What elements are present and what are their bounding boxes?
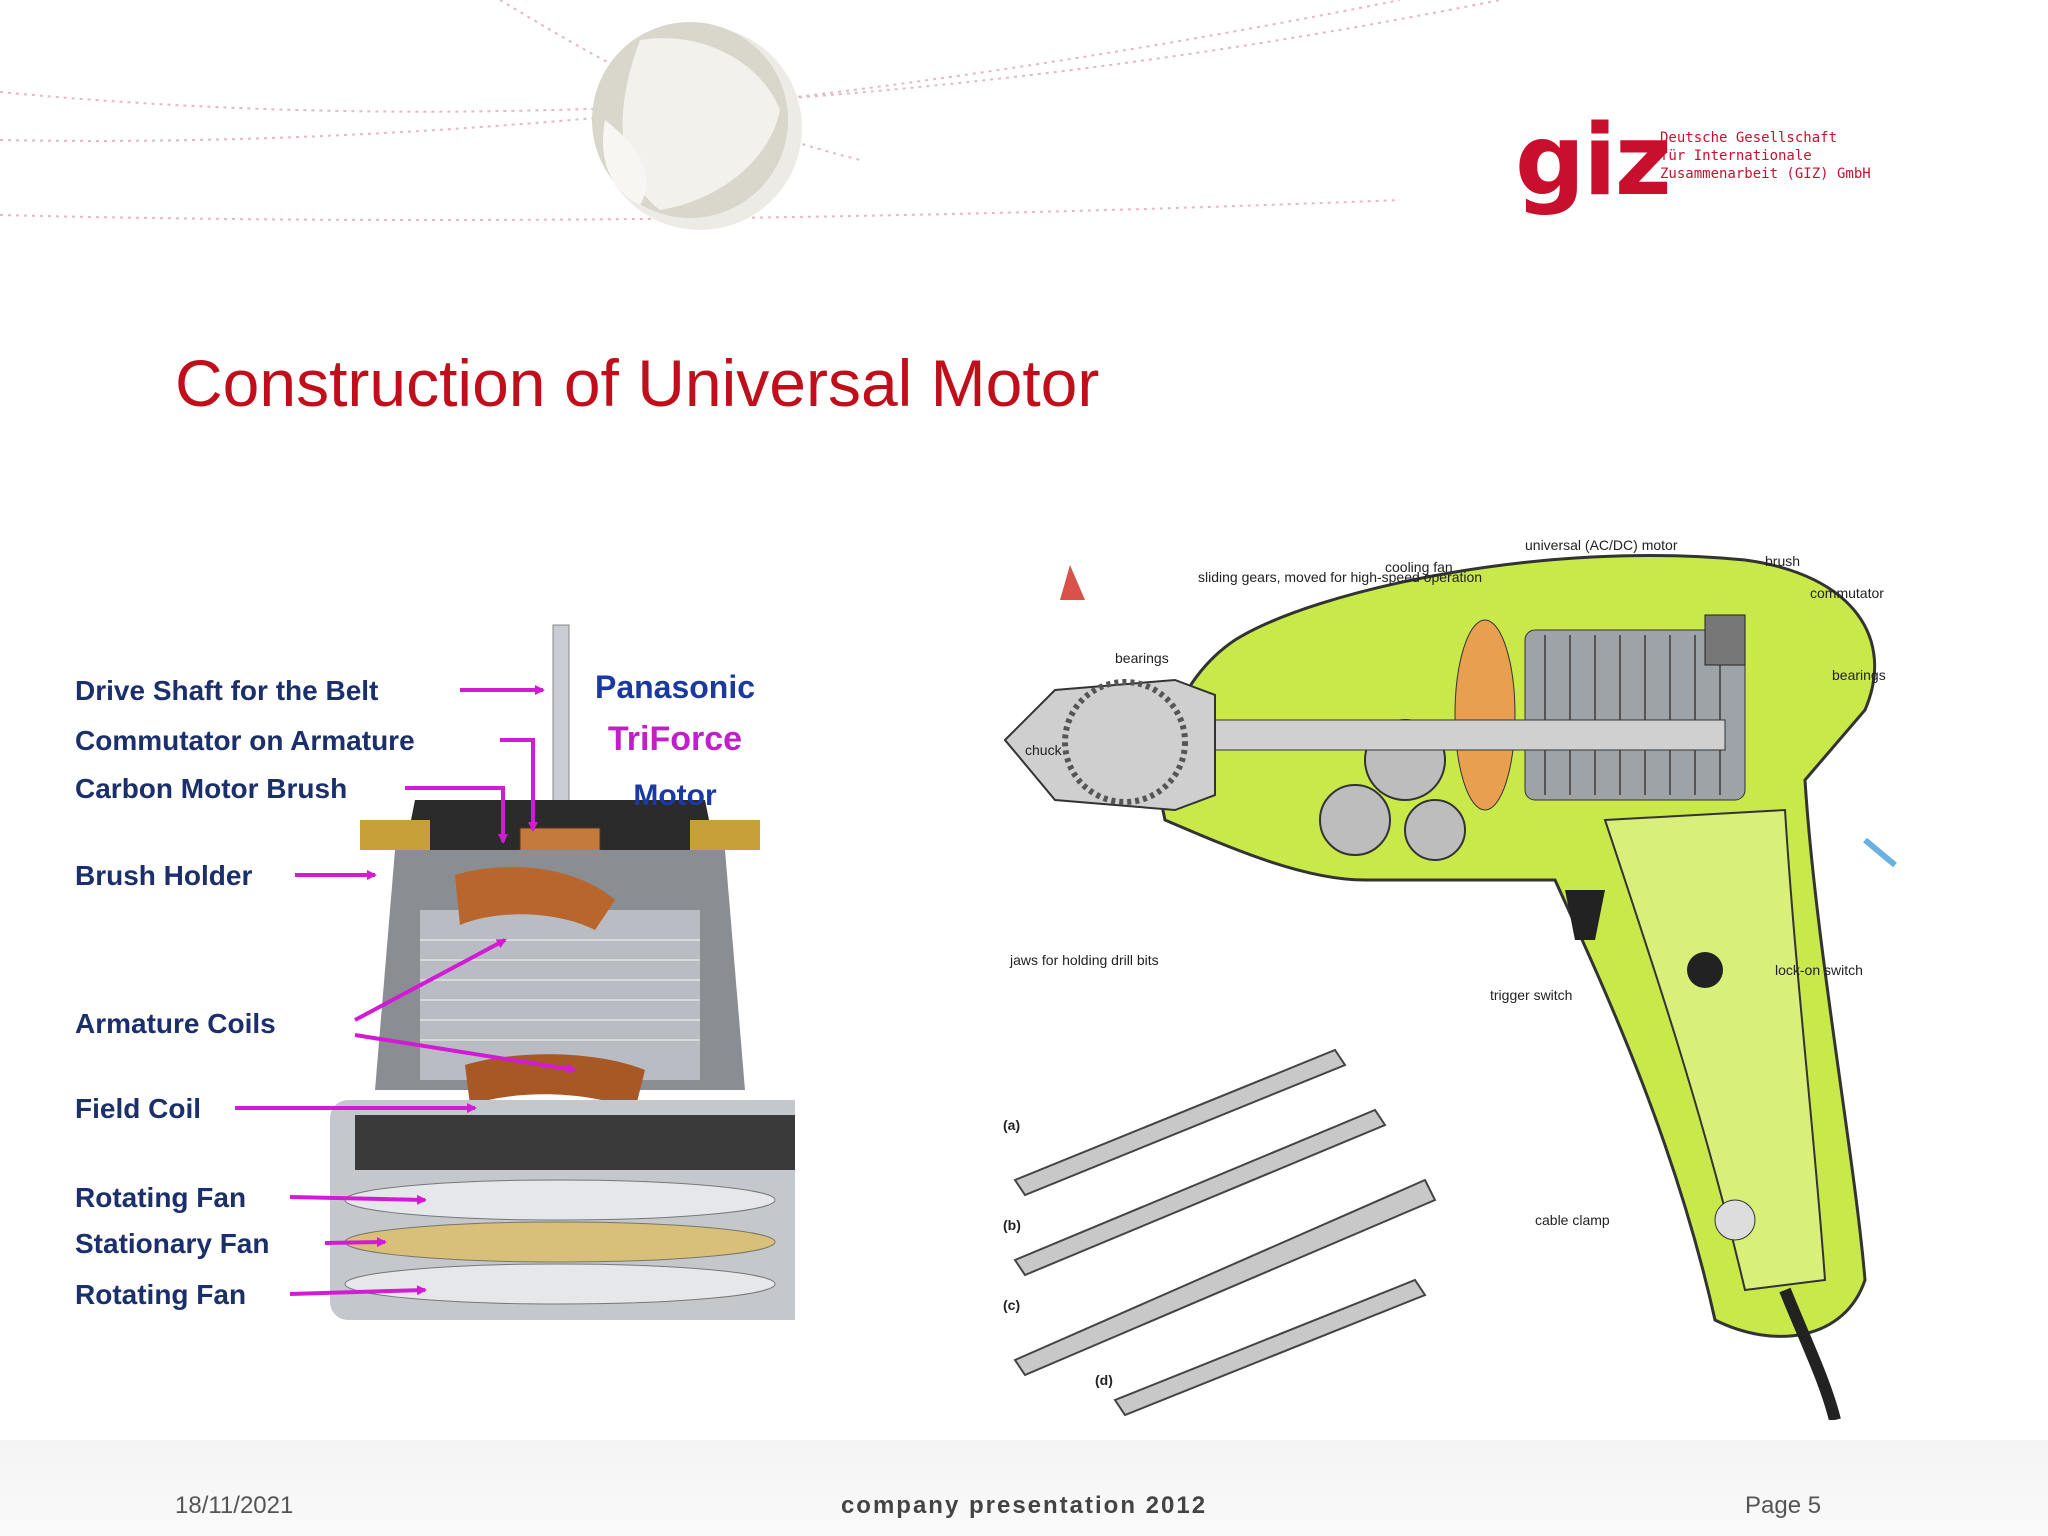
header-decoration <box>0 0 1501 230</box>
globe-icon <box>592 22 802 230</box>
motor-stator <box>1524 629 1746 801</box>
arrow-carbon-brush <box>405 786 508 844</box>
drill-bit-d <box>1113 1278 1427 1417</box>
label-rotating-fan-2: Rotating Fan <box>75 1279 246 1310</box>
logo-line-1: Deutsche Gesellschaft <box>1660 130 1838 146</box>
motor-top-cap <box>405 800 715 850</box>
arrow-rotating-fan-2 <box>289 1285 427 1296</box>
label-commutator-drill: commutator <box>1810 585 1884 601</box>
arrow-armature-2 <box>354 1033 577 1074</box>
slide-title: Construction of Universal Motor <box>175 346 1100 420</box>
air-in-arrow-icon <box>1863 837 1897 868</box>
drill-bit-b <box>1013 1108 1387 1277</box>
drill-shaft <box>1164 719 1726 751</box>
label-cooling-fan: cooling fan <box>1385 559 1453 575</box>
label-commutator: Commutator on Armature <box>75 725 415 756</box>
label-brush: brush <box>1765 553 1800 569</box>
footer-page-number: Page 5 <box>1745 1492 1822 1519</box>
chuck-ring <box>1062 679 1188 805</box>
footer-bar <box>0 1440 2048 1536</box>
label-lock-on-switch: lock-on switch <box>1775 962 1863 978</box>
label-trigger-switch: trigger switch <box>1490 987 1572 1003</box>
armature-core <box>420 910 700 1080</box>
brand-panasonic: Panasonic <box>595 669 755 705</box>
brand-motor: Motor <box>633 779 717 812</box>
label-stationary-fan: Stationary Fan <box>75 1228 269 1259</box>
label-rotating-fan-1: Rotating Fan <box>75 1182 246 1213</box>
cooling-fan <box>1454 619 1516 811</box>
arrow-commutator <box>500 738 538 832</box>
label-brush-holder: Brush Holder <box>75 860 252 891</box>
giz-logo: giz Deutsche Gesellschaft für Internatio… <box>1515 104 1915 222</box>
brand-triforce: TriForce <box>608 720 742 758</box>
brush-block <box>1704 614 1746 666</box>
bit-label-b: (b) <box>1003 1217 1021 1233</box>
drill-handle-inner <box>1603 808 1827 1292</box>
logo-wordmark: giz <box>1515 104 1672 218</box>
bit-label-d: (d) <box>1095 1372 1113 1388</box>
drill-bit-c <box>1013 1178 1437 1377</box>
label-cable-clamp: cable clamp <box>1535 1212 1610 1228</box>
armature-coil-top <box>455 867 615 930</box>
field-coil <box>465 1054 645 1110</box>
gear-2 <box>1319 784 1391 856</box>
label-jaws: jaws for holding drill bits <box>1009 952 1159 968</box>
fan-base-dark <box>355 1115 795 1170</box>
label-bearings-left: bearings <box>1115 650 1169 666</box>
lock-on-switch <box>1687 952 1723 988</box>
label-carbon-brush: Carbon Motor Brush <box>75 773 347 804</box>
motor-cutaway-diagram: Panasonic TriForce Motor Drive Shaft for… <box>75 624 795 1320</box>
bit-label-a: (a) <box>1003 1117 1020 1133</box>
power-cable <box>1779 1287 1841 1420</box>
arrow-rotating-fan-1 <box>289 1194 427 1205</box>
stationary-fan <box>344 1221 776 1263</box>
drill-bit-a <box>1013 1048 1347 1197</box>
trigger <box>1565 890 1605 940</box>
label-drive-shaft: Drive Shaft for the Belt <box>75 675 378 706</box>
label-sliding-gears: sliding gears, moved for high-speed oper… <box>1198 569 1482 585</box>
rotating-fan-2 <box>344 1263 776 1305</box>
drill-chuck <box>1003 678 1216 812</box>
cable-clamp <box>1714 1199 1756 1241</box>
logo-line-2: für Internationale <box>1660 148 1812 164</box>
brush-holder-right <box>690 820 760 850</box>
air-out-arrow-icon <box>1060 565 1085 600</box>
drill-cutaway-diagram: universal (AC/DC) motor cooling fan brus… <box>1003 537 1897 1420</box>
label-field-coil: Field Coil <box>75 1093 201 1124</box>
footer-presentation-name: company presentation 2012 <box>840 1492 1208 1519</box>
arrow-stationary-fan <box>324 1237 387 1248</box>
label-chuck: chuck <box>1025 742 1063 758</box>
logo-line-3: Zusammenarbeit (GIZ) GmbH <box>1660 166 1871 182</box>
brush-holder-left <box>360 820 430 850</box>
bit-label-c: (c) <box>1003 1297 1020 1313</box>
gear-3 <box>1404 799 1466 861</box>
arrow-armature-1 <box>354 938 507 1022</box>
footer-date: 18/11/2021 <box>175 1492 294 1519</box>
label-universal-motor: universal (AC/DC) motor <box>1525 537 1678 553</box>
label-bearings-right: bearings <box>1832 667 1886 683</box>
label-armature-coils: Armature Coils <box>75 1008 276 1039</box>
